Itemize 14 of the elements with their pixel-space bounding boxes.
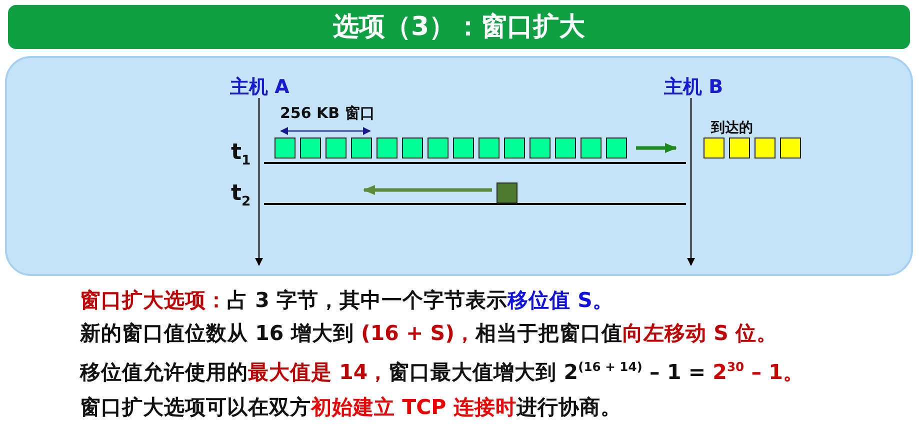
- panel-background: [5, 56, 913, 276]
- timeline-arrow: [687, 98, 695, 266]
- time-label: t$_{1}$: [231, 140, 251, 168]
- host-label: 主机 B: [664, 74, 724, 100]
- window-size-label: 256 KB 窗口: [280, 104, 375, 123]
- arrived-label: 到达的: [711, 119, 753, 137]
- time-label: t$_{2}$: [231, 181, 251, 210]
- note-text: 移位值允许使用的最大值是 14，窗口最大值增大到 2$^{(16 + 14)}$ – 1 = 2$^{30}$ – 1。: [80, 359, 804, 386]
- title-banner: 选项（3）：窗口扩大: [8, 5, 910, 49]
- host-label: 主机 A: [230, 74, 290, 100]
- note-text: 新的窗口值位数从 16 增大到 (16 + S)，相当于把窗口值向左移动 S 位。: [80, 320, 778, 347]
- timeline-arrow: [255, 98, 263, 266]
- note-text: 窗口扩大选项：占 3 字节，其中一个字节表示移位值 S。: [80, 287, 614, 314]
- note-text: 窗口扩大选项可以在双方初始建立 TCP 连接时进行协商。: [80, 394, 622, 421]
